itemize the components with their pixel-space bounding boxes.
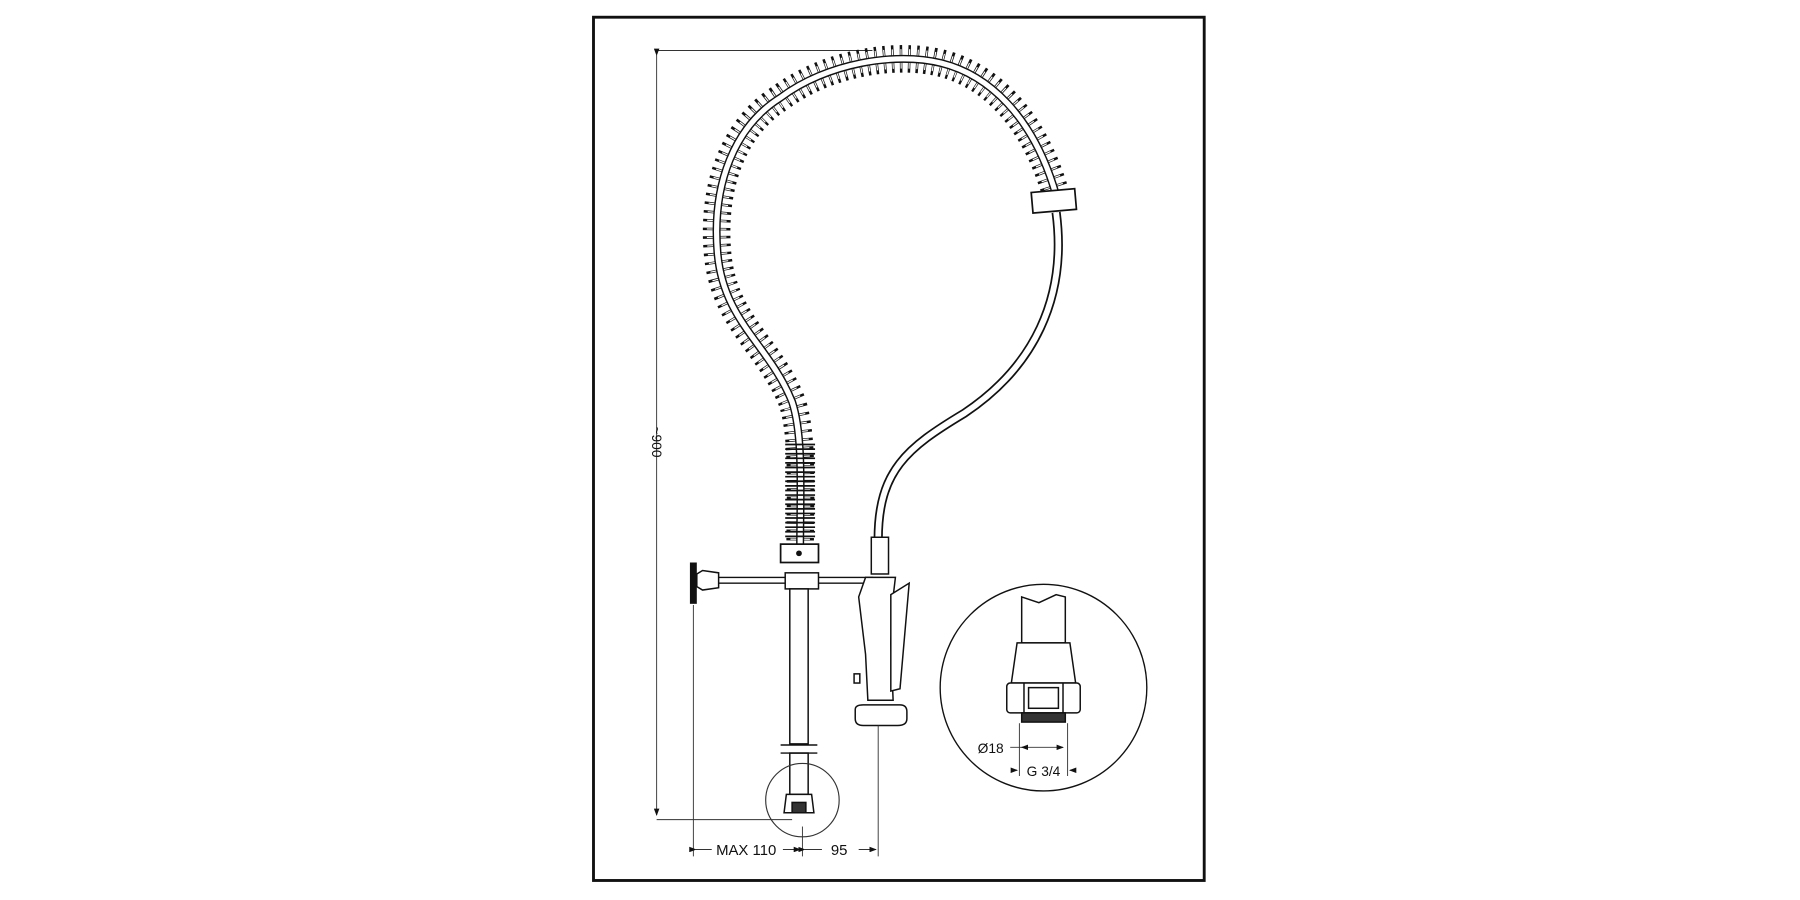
offset-label: 95 — [831, 842, 848, 859]
riser-pipe — [780, 588, 818, 814]
diameter-label: Ø18 — [978, 741, 1004, 756]
height-label: ~900 — [649, 426, 664, 457]
hose — [873, 211, 1063, 540]
drawing-frame — [592, 15, 1206, 882]
pre-rinse-spring — [702, 45, 1070, 549]
wall-nut — [696, 569, 720, 591]
height-dimension — [653, 48, 873, 821]
wall-flange — [689, 562, 697, 604]
bottom-dimensions — [689, 604, 879, 857]
max-reach-label: MAX 110 — [716, 842, 776, 859]
arm-clamp — [784, 572, 820, 590]
connector-detail-view: Ø18 G 3/4 — [939, 583, 1148, 792]
spray-gun — [853, 536, 911, 727]
thread-label: G 3/4 — [1027, 764, 1061, 779]
spring-ring — [1030, 187, 1078, 215]
